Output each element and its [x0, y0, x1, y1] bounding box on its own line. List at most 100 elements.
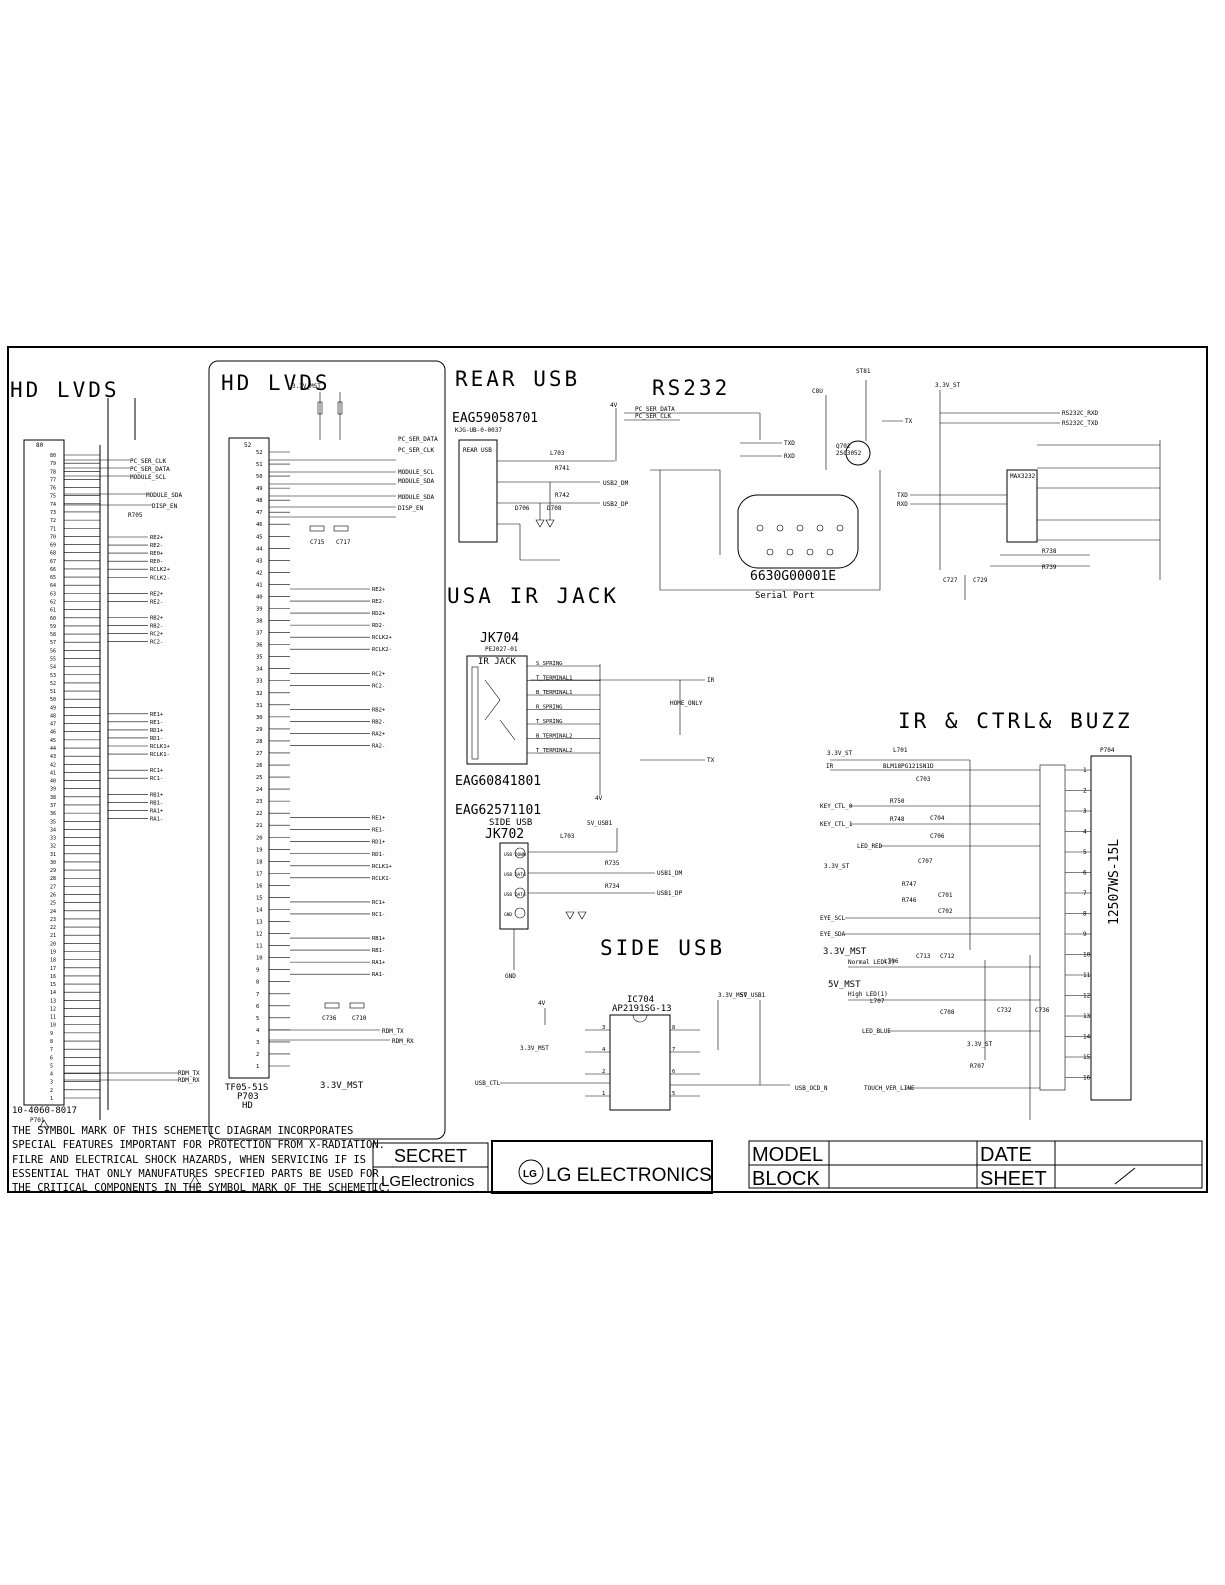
pin-number: 47 — [50, 722, 56, 728]
svg-text:USB1_DP: USB1_DP — [657, 890, 683, 897]
rs232-block: PC_SER_DATA PC_SER_CLK 6630G00001E Seria… — [624, 368, 913, 601]
svg-text:3.3V_MST: 3.3V_MST — [520, 1045, 549, 1052]
lvds-signal-label: RB2- — [372, 719, 385, 725]
pin-number: 15 — [256, 895, 263, 901]
pin-number: 31 — [256, 703, 263, 709]
lvds-signal-label: RCLK1+ — [150, 744, 171, 750]
p701-part-number: 10-4060-8017 — [12, 1106, 77, 1116]
lvds-signal-label: RE1- — [150, 720, 163, 726]
pin-number: 13 — [50, 998, 56, 1004]
pin-number: 27 — [256, 751, 263, 757]
pin-number: 7 — [50, 1047, 53, 1053]
usb-pin-label: USB DOWN — [504, 852, 526, 858]
lvds-signal-label: RD2+ — [372, 611, 386, 617]
p704-pin-number: 14 — [1083, 1034, 1091, 1041]
svg-text:IR: IR — [707, 677, 715, 684]
pin-number: 65 — [50, 575, 56, 581]
lg-logo-icon — [518, 1159, 544, 1185]
pin-number: 37 — [50, 803, 56, 809]
svg-text:4V: 4V — [595, 795, 603, 802]
svg-text:3.3V_MST: 3.3V_MST — [718, 992, 747, 999]
lvds-signal-label: RB1+ — [150, 792, 164, 798]
svg-text:/: / — [1122, 1181, 1123, 1183]
p703-control-nets: 3.3V_MST PC_SER_DATA PC_SER_CLK MODULE_S… — [269, 383, 438, 1091]
usa-ir-jack-block: JK704 PEJ027-01 IR JACK S_SPRINGT_TERMIN… — [455, 631, 715, 802]
connector-p704 — [1090, 755, 1132, 1101]
ic-pin-number: 5 — [672, 1091, 675, 1097]
svg-text:EYE_SDA: EYE_SDA — [820, 931, 846, 938]
pin-number: 33 — [256, 679, 263, 685]
svg-text:Serial Port: Serial Port — [755, 591, 815, 601]
pin-number: 30 — [256, 715, 263, 721]
p701-rdm-nets: RDM_TX RDM_RX — [64, 1070, 200, 1084]
lvds-signal-label: RCLK2+ — [372, 635, 393, 641]
svg-text:KEY_CTL_1: KEY_CTL_1 — [820, 821, 853, 828]
svg-text:L701: L701 — [893, 747, 908, 754]
svg-text:EAG62571101: EAG62571101 — [455, 803, 541, 818]
svg-text:PC_SER_CLK: PC_SER_CLK — [635, 413, 672, 420]
pin-number: 4 — [50, 1072, 53, 1078]
pin-number: 30 — [50, 860, 56, 866]
pin-number: 35 — [50, 819, 56, 825]
svg-text:C707: C707 — [918, 858, 933, 865]
pin-number: 2 — [50, 1088, 53, 1094]
svg-text:R747: R747 — [902, 881, 917, 888]
p701-control-nets: PC_SER_CLK PC_SER_DATA MODULE_SCL MODULE… — [64, 458, 183, 519]
svg-text:LED_RED: LED_RED — [857, 843, 883, 850]
svg-text:RS232C_RXD: RS232C_RXD — [1062, 410, 1099, 417]
pin-number: 38 — [256, 619, 263, 625]
connector-p703: 52 TF05-51S P703 HD — [225, 437, 270, 1111]
svg-text:PC_SER_DATA: PC_SER_DATA — [130, 466, 170, 473]
section-title-ir-ctrl-buzz: IR & CTRL& BUZZ — [898, 709, 1133, 733]
svg-text:JK704: JK704 — [480, 631, 519, 646]
svg-text:IR: IR — [826, 763, 834, 770]
svg-text:3.3V_MST: 3.3V_MST — [320, 1081, 364, 1091]
ir-pin-label: S_SPRING — [536, 661, 563, 667]
pin-number: 56 — [50, 648, 56, 654]
pin-number: 49 — [50, 705, 56, 711]
svg-text:5V_USB1: 5V_USB1 — [740, 992, 766, 999]
lvds-signal-label: RE0+ — [150, 551, 164, 557]
svg-text:R742: R742 — [555, 492, 570, 499]
lvds-signal-label: RA1+ — [150, 808, 164, 814]
pin-number: 23 — [256, 799, 263, 805]
pin-number: 3 — [256, 1040, 259, 1046]
pin-number: 53 — [50, 673, 56, 679]
brand-large-label: LG ELECTRONICS — [546, 1165, 712, 1186]
svg-text:SIDE USB: SIDE USB — [489, 818, 532, 828]
p704-pin-number: 7 — [1083, 890, 1087, 897]
svg-text:3.3V_MST: 3.3V_MST — [292, 383, 321, 390]
usb-pin — [514, 867, 526, 879]
lvds-signal-label: RE1- — [372, 828, 385, 834]
lvds-signal-label: RD1- — [150, 736, 163, 742]
svg-text:EYE_SCL: EYE_SCL — [820, 915, 846, 922]
pin-number: 76 — [50, 486, 56, 492]
transistor-q702 — [845, 440, 871, 466]
pin-number: 57 — [50, 640, 56, 646]
pin-number: 23 — [50, 917, 56, 923]
svg-text:5V_MST: 5V_MST — [828, 980, 861, 990]
svg-text:RDM_TX: RDM_TX — [178, 1070, 200, 1077]
rs232-ic-block: 3.3V_ST RS232C_RXD RS232C_TXD MAX3232 TX… — [897, 382, 1161, 600]
ic-pin-number: 6 — [672, 1069, 675, 1075]
pin-number: 35 — [256, 655, 263, 661]
svg-text:High LED(1): High LED(1) — [848, 991, 888, 998]
pin-number: 78 — [50, 469, 56, 475]
svg-text:ESSENTIAL THAT ONLY MANUFATURE: ESSENTIAL THAT ONLY MANUFATURES SPECFIED… — [12, 1168, 379, 1180]
pin-number: 60 — [50, 616, 56, 622]
p701-signal-labels: RE2+RE2-RE0+RE0-RCLK2+RCLK2-RE2+RE2-RB2+… — [108, 535, 171, 822]
pin-number: 38 — [50, 795, 56, 801]
section-title-side-usb: SIDE USB — [600, 936, 725, 960]
model-label: MODEL — [752, 1144, 823, 1166]
svg-text:C701: C701 — [938, 892, 953, 899]
ic704-body — [609, 1014, 671, 1111]
pin-number: 10 — [256, 956, 263, 962]
pin-number: 29 — [256, 727, 263, 733]
pin-number: 7 — [256, 992, 259, 998]
svg-text:PEJ027-01: PEJ027-01 — [485, 646, 518, 653]
pin-number: 46 — [256, 522, 263, 528]
svg-text:R738: R738 — [1042, 548, 1057, 555]
lvds-signal-label: RC1+ — [150, 768, 164, 774]
svg-text:6630G00001E: 6630G00001E — [750, 569, 836, 584]
